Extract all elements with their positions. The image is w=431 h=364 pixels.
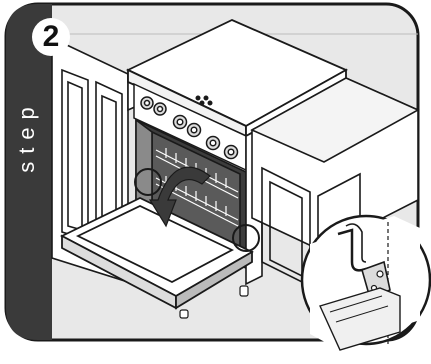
arrow-number-label: 1 <box>157 222 169 238</box>
step-word-label: step <box>16 91 38 181</box>
knob-4 <box>188 124 201 137</box>
knob-3 <box>174 116 187 129</box>
knob-6 <box>225 146 238 159</box>
knob-5 <box>207 137 220 150</box>
knob-2 <box>154 103 166 115</box>
knob-1 <box>141 97 153 109</box>
step-number-badge: 2 <box>32 18 70 56</box>
